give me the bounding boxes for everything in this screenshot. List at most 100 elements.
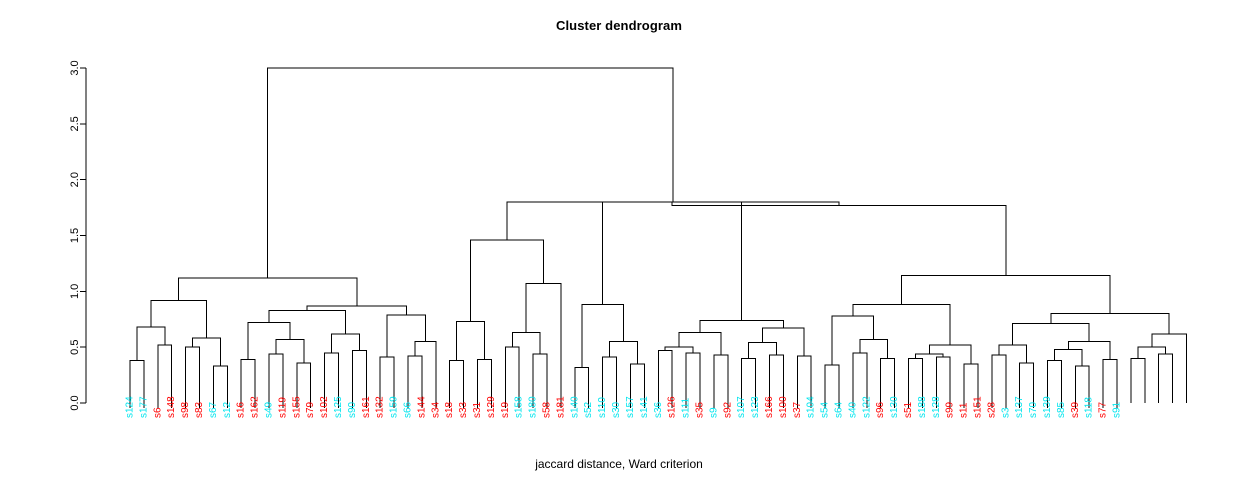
leaf-label: s28	[986, 401, 997, 418]
dendrogram-branch	[379, 356, 395, 403]
leaf-label: s129	[486, 396, 497, 418]
dendrogram-branch	[525, 283, 562, 403]
leaf-label: s118	[1084, 397, 1095, 418]
leaf-label: s140	[569, 396, 580, 418]
dendrogram-branch	[267, 67, 674, 278]
leaf-label: s51	[903, 401, 914, 418]
leaf-label: s30	[611, 401, 622, 418]
dendrogram-branch	[713, 354, 729, 403]
dendrogram-branch	[1130, 357, 1146, 403]
leaf-label: s139	[1042, 396, 1053, 418]
leaf-label: s130	[889, 396, 900, 418]
leaf-label: s52	[583, 401, 594, 418]
dendrogram-branch	[762, 327, 805, 357]
dendrogram-branch	[1053, 348, 1083, 367]
dendrogram-branches	[129, 67, 1188, 403]
leaf-label: s100	[778, 396, 789, 418]
dendrogram-branch	[880, 357, 896, 403]
dendrogram-branch	[664, 346, 694, 353]
dendrogram-branch	[685, 352, 701, 403]
dendrogram-branch	[574, 366, 590, 403]
leaf-label: s181	[555, 396, 566, 418]
leaf-label: s92	[722, 401, 733, 418]
leaf-label: s107	[736, 396, 747, 418]
leaf-label: s122	[861, 396, 872, 418]
leaf-label: s102	[319, 396, 330, 418]
leaf-label: s166	[764, 396, 775, 418]
leaf-label: s159	[389, 396, 400, 418]
leaf-label: s144	[416, 396, 427, 418]
dendrogram-branch	[602, 201, 743, 321]
dendrogram-branch	[185, 346, 201, 403]
dendrogram-branch	[470, 239, 545, 322]
dendrogram-branch	[414, 341, 437, 403]
leaf-label: s83	[194, 401, 205, 418]
dendrogram-branch	[824, 364, 840, 403]
leaf-label: s158	[514, 396, 525, 418]
leaf-label: s111	[681, 397, 692, 418]
dendrogram-branch	[907, 357, 923, 403]
leaf-label: s91	[1112, 401, 1123, 418]
dendrogram-branch	[212, 365, 228, 403]
dendrogram-branch	[532, 353, 548, 403]
y-axis-tick-label: 0.0	[69, 395, 81, 410]
leaf-label: s155	[291, 396, 302, 418]
leaf-label: s37	[792, 401, 803, 418]
leaf-label: s137	[1014, 396, 1025, 418]
leaf-label: s34	[430, 401, 441, 418]
leaf-label: s39	[1070, 401, 1081, 418]
dendrogram-branch	[991, 354, 1007, 403]
dendrogram-branch	[901, 275, 1111, 314]
leaf-label: s104	[806, 396, 817, 418]
dendrogram-branch	[1050, 313, 1170, 334]
leaf-label: s6	[152, 407, 163, 418]
leaf-label: s18	[444, 401, 455, 418]
leaf-label: s66	[403, 401, 414, 418]
leaf-label: s141	[639, 396, 650, 418]
leaf-label: s110	[597, 397, 608, 418]
leaf-label: s79	[305, 401, 316, 418]
leaf-label: s16	[236, 401, 247, 418]
leaf-label: s119	[277, 397, 288, 418]
dendrogram-branch	[859, 338, 889, 359]
dendrogram-branch	[275, 338, 305, 363]
dendrogram-branch	[456, 320, 485, 361]
dendrogram-branch	[796, 355, 812, 403]
leaf-label: s9	[708, 407, 719, 418]
leaf-label: s64	[833, 401, 844, 418]
leaf-label: s31	[472, 401, 483, 418]
dendrogram-branch	[1046, 360, 1062, 403]
leaf-label: s98	[180, 401, 191, 418]
leaf-label: s124	[125, 396, 136, 418]
leaf-label: s162	[250, 396, 261, 418]
leaf-label: s54	[820, 401, 831, 418]
leaf-label: s90	[347, 401, 358, 418]
leaf-label: s35	[694, 401, 705, 418]
dendrogram-branch	[602, 356, 618, 403]
dendrogram-branch	[678, 332, 722, 355]
dendrogram-branch	[768, 354, 784, 403]
leaf-label: s157	[625, 396, 636, 418]
dendrogram-branch	[407, 355, 423, 403]
dendrogram-branch	[331, 333, 360, 353]
leaf-label: s177	[138, 396, 149, 418]
dendrogram-branch	[629, 363, 645, 403]
y-axis: 0.00.51.01.52.02.53.0	[69, 60, 87, 411]
leaf-label: s12	[222, 401, 233, 418]
dendrogram-branch	[157, 344, 173, 403]
leaf-label: s49	[264, 401, 275, 418]
leaf-label: s188	[917, 396, 928, 418]
dendrogram-branch	[136, 326, 166, 361]
leaf-label: s123	[750, 396, 761, 418]
dendrogram-branch	[351, 350, 367, 403]
dendrogram-branch	[998, 344, 1028, 363]
dendrogram-branch	[1012, 323, 1090, 345]
y-axis-tick-label: 1.5	[69, 228, 81, 243]
dendrogram-branch	[914, 353, 944, 359]
leaf-label: s132	[375, 396, 386, 418]
y-axis-tick-label: 3.0	[69, 60, 81, 75]
dendrogram-branch	[192, 337, 221, 367]
dendrogram-branch	[324, 352, 340, 403]
dendrogram-branch	[178, 277, 358, 306]
dendrogram-branch	[1151, 333, 1188, 403]
